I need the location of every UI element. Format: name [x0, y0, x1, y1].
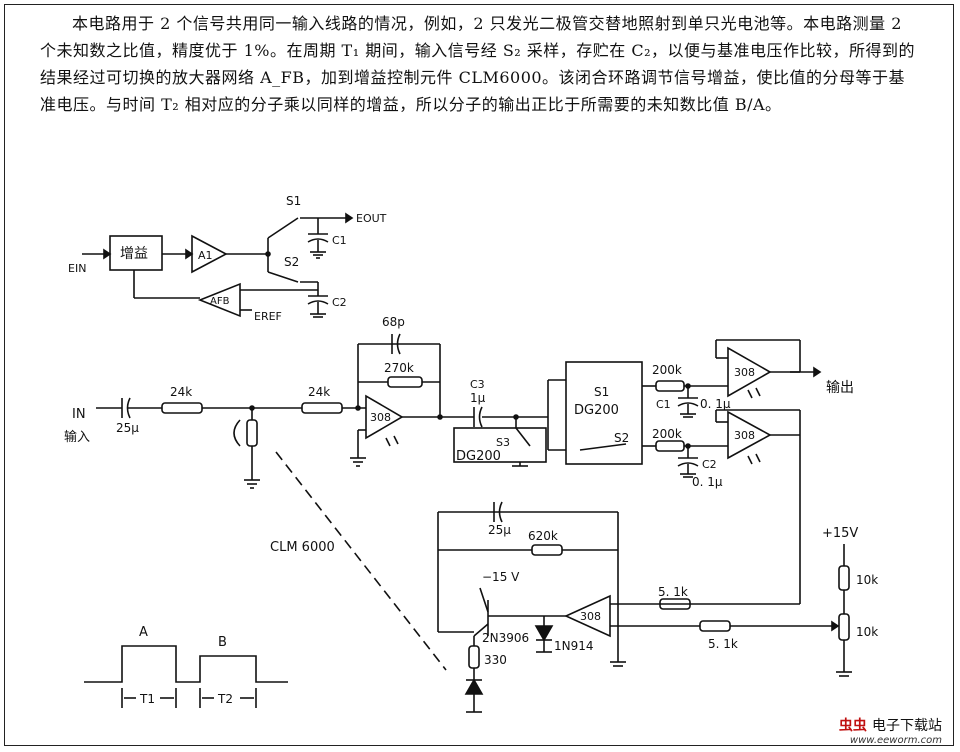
resistor-10k-b	[838, 613, 850, 641]
watermark-url: www.eeworm.com	[849, 735, 942, 746]
t2-label: T2	[217, 692, 233, 706]
c1-sch-value-label: 0. 1μ	[700, 397, 731, 411]
c2-sch-label: C2	[702, 458, 717, 471]
cap-in-label: 25μ	[116, 421, 139, 435]
r-270k-label: 270k	[384, 361, 414, 375]
cap-25u-label: 25μ	[488, 523, 511, 537]
eref-label: EREF	[254, 310, 282, 323]
timing-diagram: A B T1 T2	[84, 625, 288, 708]
eout-label: EOUT	[356, 212, 387, 225]
transistor-label: 2N3906	[482, 631, 529, 645]
r-5-1k-a-label: 5. 1k	[658, 585, 688, 599]
clm-photocell	[246, 419, 258, 447]
s3-label: S3	[496, 436, 510, 449]
r-10k-a-label: 10k	[856, 573, 878, 587]
block-diagram: EIN 增益 A1 S1 S2 EOUT C1 C2	[68, 194, 387, 323]
dg200-main-label: DG200	[574, 403, 619, 418]
opamp-308-lower	[564, 594, 611, 638]
resistor-24k-b	[301, 402, 343, 414]
dg200-s3-label: DG200	[456, 449, 501, 464]
description-text: 本电路用于 2 个信号共用同一输入线路的情况，例如，2 只发光二极管交替地照射到…	[40, 14, 916, 114]
dg200-s1-label: S1	[594, 385, 609, 399]
cap-68p-label: 68p	[382, 315, 405, 329]
resistor-5-1k-a	[659, 598, 691, 610]
amp-afb	[197, 282, 241, 318]
c2-label: C2	[332, 296, 347, 309]
dg200-s2-label: S2	[614, 431, 629, 445]
gain-block	[109, 235, 163, 271]
r-24k-b-label: 24k	[308, 385, 330, 399]
resistor-330	[468, 645, 480, 669]
opamp-308-output	[727, 346, 772, 398]
r-24k-a-label: 24k	[170, 385, 192, 399]
watermark-name: 电子下载站	[872, 718, 942, 734]
resistor-620k	[531, 544, 563, 556]
resistor-200k-a	[655, 380, 685, 392]
ein-label: EIN	[68, 262, 86, 275]
gain-block-label: 增益	[120, 246, 148, 262]
resistor-10k-a	[838, 565, 850, 591]
r-5-1k-b-label: 5. 1k	[708, 637, 738, 651]
opamp-308-main-label: 308	[370, 411, 391, 424]
main-schematic: IN 输入 25μ 24k 24k 308 68p	[64, 315, 878, 713]
pos15-label: +15V	[822, 526, 858, 541]
r-330-label: 330	[484, 653, 507, 667]
dg200-switch-box	[565, 361, 643, 465]
s1-label: S1	[286, 194, 301, 208]
clm6000-label: CLM 6000	[270, 540, 335, 555]
opamp-308-main	[365, 394, 404, 440]
c3-value-label: 1μ	[470, 391, 486, 405]
r-10k-b-label: 10k	[856, 625, 878, 639]
diode-label: 1N914	[554, 639, 594, 653]
resistor-270k	[387, 376, 423, 388]
resistor-24k-a	[161, 402, 203, 414]
description-paragraph: 本电路用于 2 个信号共用同一输入线路的情况，例如，2 只发光二极管交替地照射到…	[40, 10, 920, 118]
c2-sch-value-label: 0. 1μ	[692, 475, 723, 489]
opamp-308-output-label: 308	[734, 366, 755, 379]
opamp-308-compare	[727, 410, 772, 460]
amp-a1	[191, 234, 228, 274]
pulse-a-label: A	[139, 625, 148, 640]
c3-label: C3	[470, 378, 485, 391]
dg200-s3-box	[453, 427, 547, 463]
opamp-308-compare-label: 308	[734, 429, 755, 442]
s2-label: S2	[284, 255, 299, 269]
c1-label: C1	[332, 234, 347, 247]
output-label: 输出	[826, 380, 854, 396]
watermark: 虫虫 电子下载站 www.eeworm.com	[839, 715, 942, 746]
amp-a1-label: A1	[198, 249, 213, 262]
amp-afb-label: AFB	[210, 296, 230, 307]
opamp-308-lower-label: 308	[580, 610, 601, 623]
input-label-in: IN	[72, 407, 86, 422]
input-label-cn: 输入	[64, 429, 90, 445]
resistor-5-1k-b	[699, 620, 731, 632]
resistor-200k-b	[655, 440, 685, 452]
watermark-brand: 虫虫	[838, 718, 867, 734]
t1-label: T1	[139, 692, 155, 706]
neg15-label: −15 V	[482, 570, 520, 584]
r-620k-label: 620k	[528, 529, 558, 543]
c1-sch-label: C1	[656, 398, 671, 411]
figure-frame	[4, 4, 954, 746]
r-200k-a-label: 200k	[652, 363, 682, 377]
r-200k-b-label: 200k	[652, 427, 682, 441]
pulse-b-label: B	[218, 635, 227, 650]
